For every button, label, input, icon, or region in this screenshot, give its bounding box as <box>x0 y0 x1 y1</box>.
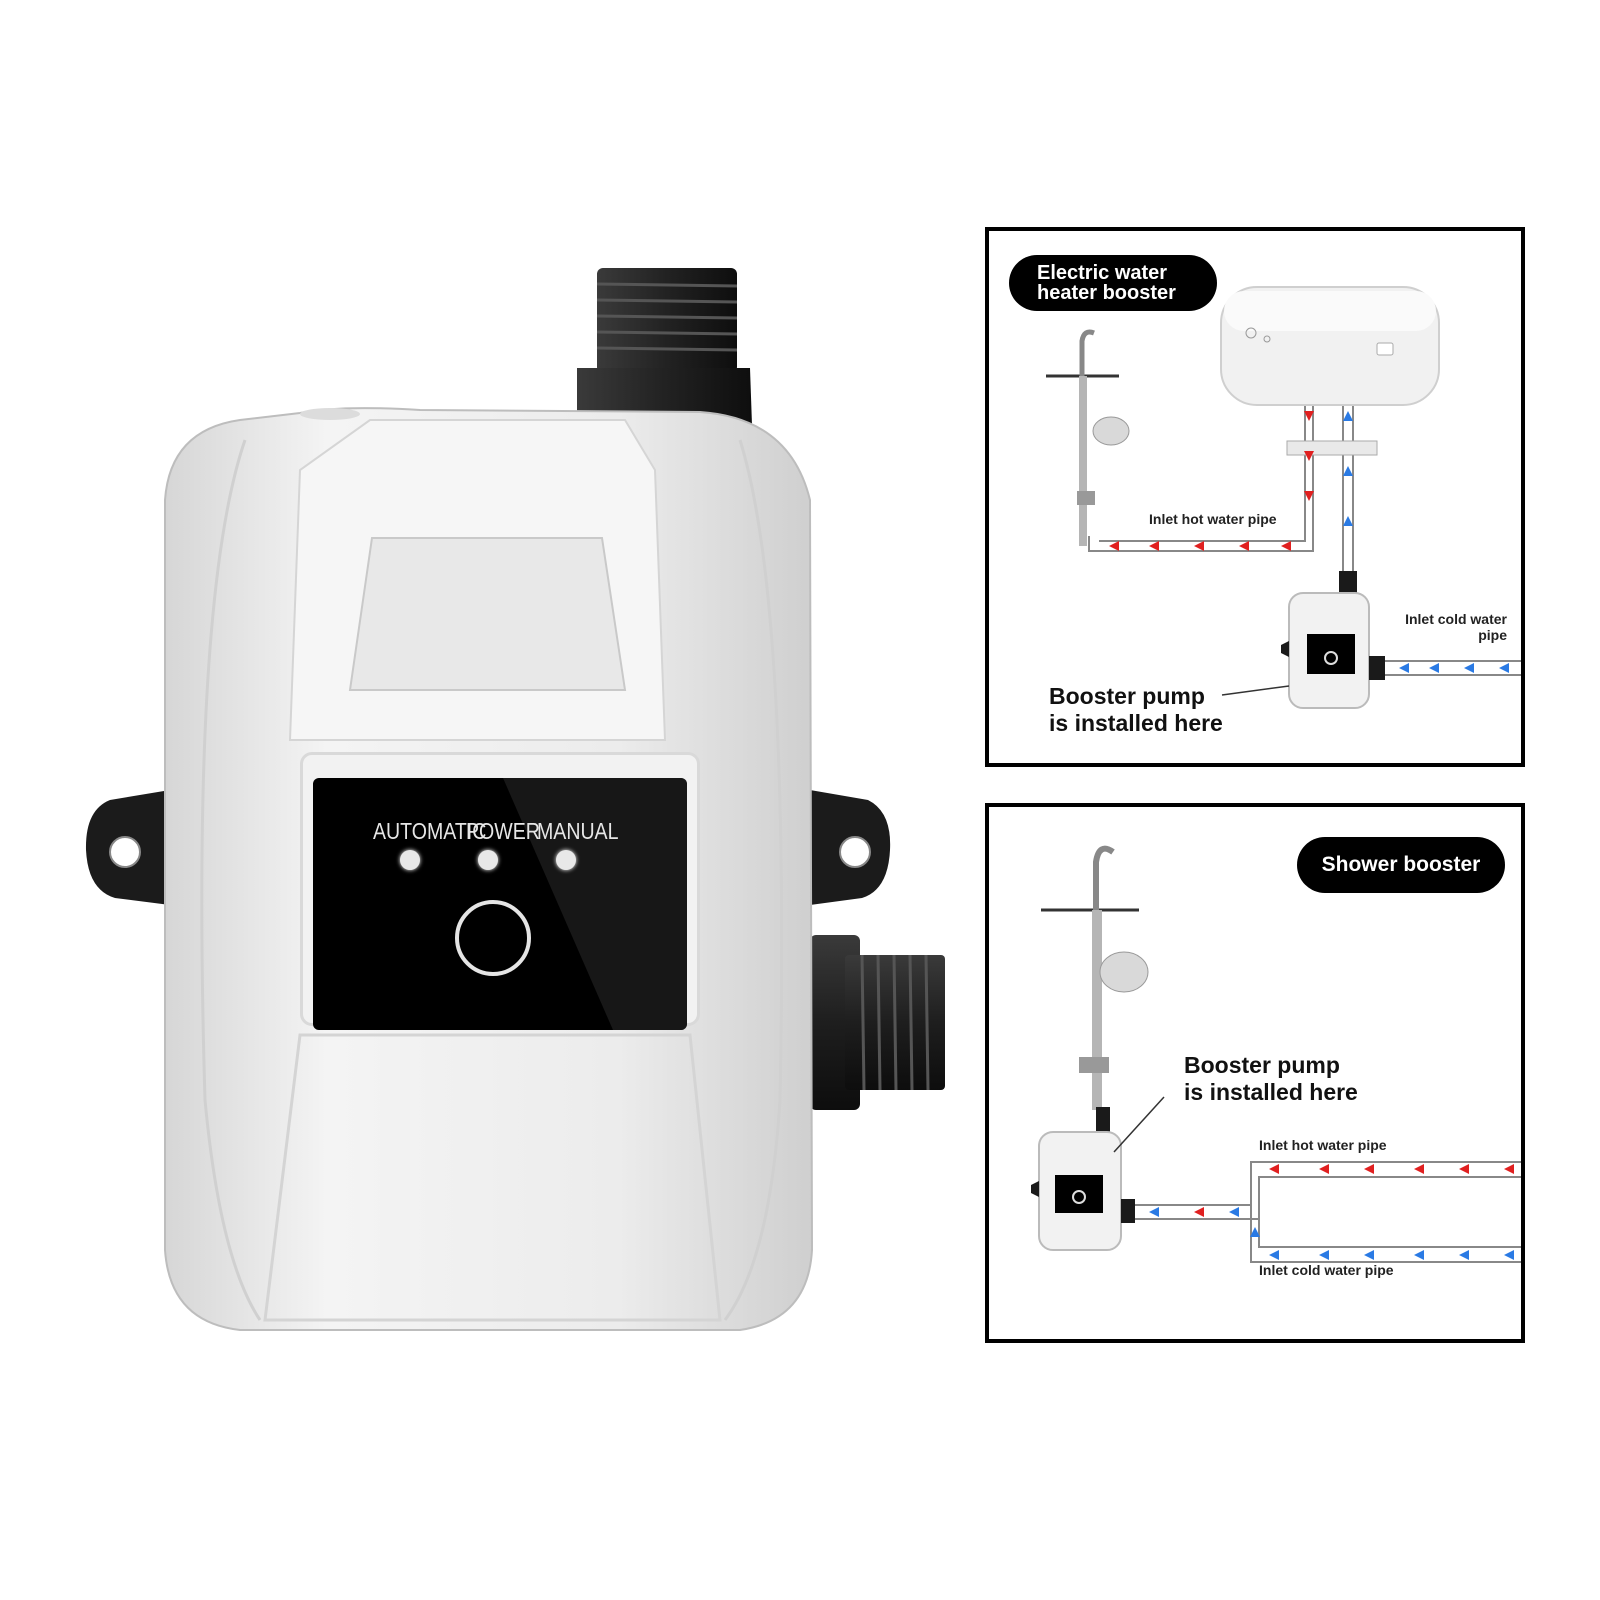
shower-fixture-icon <box>1046 329 1130 546</box>
callout-line <box>1221 685 1290 696</box>
water-heater-icon <box>1220 286 1440 406</box>
shower-booster-schematic <box>1031 845 1521 1263</box>
booster-pump-small-icon <box>1281 571 1385 709</box>
heater-booster-badge: Electric water heater booster <box>1009 255 1217 311</box>
manual-indicator-led <box>556 850 576 870</box>
mounting-ear-left <box>85 790 170 905</box>
heater-booster-schematic <box>1046 286 1521 709</box>
callout-line <box>1113 1096 1165 1153</box>
automatic-indicator-led <box>400 850 420 870</box>
pump-location-callout: Booster pump is installed here <box>1049 683 1223 736</box>
hot-flow-arrows <box>1109 411 1314 551</box>
side-inlet-fitting <box>810 935 945 1110</box>
power-indicator-led <box>478 850 498 870</box>
shower-fixture-icon <box>1041 845 1149 1137</box>
shower-booster-diagram: Shower booster Booster pump is installed… <box>985 803 1525 1343</box>
cold-flow-arrows <box>1149 1207 1514 1260</box>
hot-pipe-label: Inlet hot water pipe <box>1259 1137 1387 1153</box>
control-panel-display: AUTOMATIC POWER MANUAL <box>313 778 687 1030</box>
heater-booster-diagram: Electric water heater booster Inlet hot … <box>985 227 1525 767</box>
pipe-bracket <box>1286 440 1378 456</box>
label-automatic: AUTOMATIC <box>373 818 487 844</box>
display-reflection <box>503 778 687 1030</box>
pump-location-callout: Booster pump is installed here <box>1184 1052 1358 1105</box>
label-power: POWER <box>466 818 540 844</box>
cold-pipe-label: Inlet cold water pipe <box>1259 1262 1394 1278</box>
cold-water-pipe <box>1342 406 1521 676</box>
power-button[interactable] <box>455 900 531 976</box>
cold-water-pipe <box>1250 1205 1521 1263</box>
label-manual: MANUAL <box>537 818 619 844</box>
shower-booster-badge: Shower booster <box>1297 837 1505 893</box>
booster-pump-small-icon <box>1031 1131 1135 1251</box>
hot-pipe-label: Inlet hot water pipe <box>1149 511 1277 527</box>
hot-water-pipe <box>1135 1161 1521 1220</box>
cold-pipe-label: Inlet cold water pipe <box>1405 611 1507 643</box>
hot-flow-arrows <box>1194 1164 1514 1217</box>
cold-flow-arrows <box>1343 411 1509 673</box>
mounting-ear-right <box>810 790 891 905</box>
